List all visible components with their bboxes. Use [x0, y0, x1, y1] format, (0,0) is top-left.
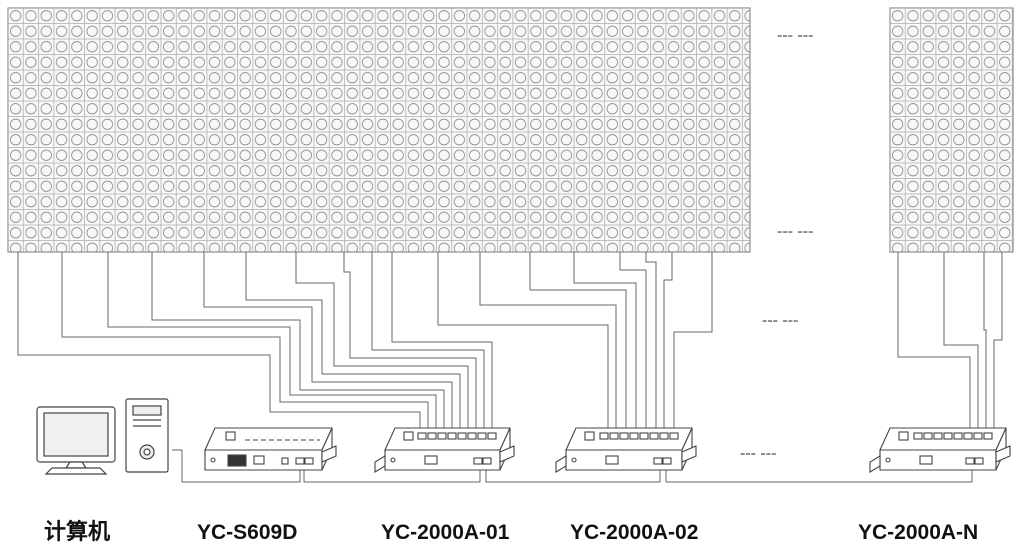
ellipsis-middle: --- ---	[777, 223, 813, 240]
led-panel-main	[7, 7, 751, 253]
computer-label: 计算机	[44, 520, 111, 545]
ellipsis-top: --- ---	[777, 27, 813, 44]
cables	[17, 252, 1003, 483]
controller-n-label: YC-2000A-N	[858, 521, 979, 544]
desktop-computer-icon	[36, 398, 169, 475]
sender-label: YC-S609D	[197, 521, 298, 544]
controller-box-icon-n	[869, 427, 1011, 473]
controller-1-label: YC-2000A-01	[381, 521, 510, 544]
controller-box-icon-02	[555, 427, 697, 473]
ellipsis-group: --- --- --- --- --- --- --- ---	[740, 27, 813, 462]
controller-box-icon-01	[374, 427, 515, 473]
led-panel-n	[889, 7, 1014, 253]
ellipsis-devices: --- ---	[740, 445, 776, 462]
controller-2-label: YC-2000A-02	[570, 521, 699, 544]
ellipsis-cables: --- ---	[762, 312, 798, 329]
sender-box-icon	[204, 427, 337, 471]
